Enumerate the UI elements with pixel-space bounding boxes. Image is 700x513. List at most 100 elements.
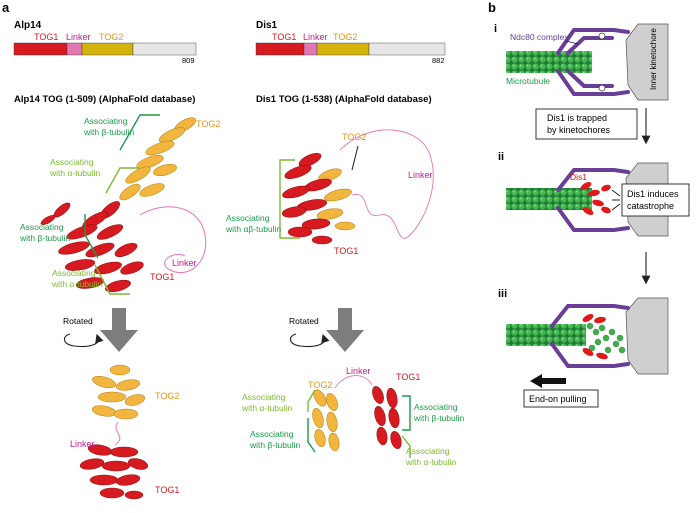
alp14-structure-upper [40, 117, 207, 293]
alp14-brackets [84, 114, 160, 295]
dis1-rot-linker-label: Linker [346, 366, 371, 376]
alp14-linker-structure-label: Linker [172, 258, 197, 268]
dis1-linker-segment [303, 42, 318, 56]
alp14-tog2-segment [81, 42, 134, 56]
alp14-rotate-icon [63, 333, 104, 348]
catastrophe-text-l2: catastrophe [627, 201, 674, 211]
alp14-tog1-helices [40, 201, 144, 293]
microtubule-label: Microtubule [506, 76, 550, 86]
dis1-tog1-segment [255, 42, 305, 56]
alp14-tog1-label: TOG1 [34, 32, 58, 42]
dis1-linker-ribbon [339, 129, 434, 239]
dis1-rotated-label: Rotated [289, 316, 319, 326]
alp14-length: 809 [182, 56, 195, 65]
depolymerizing-tubulin [586, 322, 626, 354]
dis1-rotation: Rotated [289, 308, 364, 352]
alp14-bracket-alpha-top [105, 167, 140, 194]
dis1-tog1-structure-label: TOG1 [334, 246, 358, 256]
dis1-rot-assoc-3-l1: Associating [414, 402, 458, 412]
dis1-rot-bracket-beta-left [307, 418, 316, 453]
alp14-assoc-1-l2: with β-tubulin [83, 127, 135, 137]
inner-kinetochore-iii [625, 297, 669, 375]
microtubule-i [506, 51, 592, 73]
dis1-domain-map: Dis1 TOG1 Linker TOG2 882 [255, 20, 446, 65]
alp14-bracket-beta-top [119, 114, 160, 151]
alp14-tog2-label: TOG2 [99, 32, 123, 42]
dis1-molecules-ii [580, 182, 611, 215]
dis1-tog2-label: TOG2 [333, 32, 357, 42]
alp14-assoc-2-l2: with α-tubulin [49, 168, 101, 178]
dis1-structure-rotated: TOG2 Linker TOG1 Associating with α-tubu… [241, 366, 465, 467]
alp14-rot-tog1-label: TOG1 [155, 485, 179, 495]
dis1-tog1-helices [281, 152, 333, 245]
alp14-rotated-label: Rotated [63, 316, 93, 326]
step-iii-label: iii [498, 288, 507, 300]
alp14-assoc-1-l1: Associating [84, 116, 128, 126]
dis1-linker-label: Linker [303, 32, 328, 42]
dis1-tog2-segment [316, 42, 370, 56]
trapped-box [535, 108, 638, 140]
alp14-assoc-labels: Associating with β-tubulin Associating w… [19, 116, 220, 289]
step-i: i Inner kinetochore Ndc80 complex Microt… [494, 23, 669, 101]
dis1-rot-assoc-2-l1: Associating [250, 429, 294, 439]
alp14-assoc-3-l2: with β-tubulin [19, 233, 71, 243]
dis1-rotate-icon [289, 333, 330, 348]
ndc80-complex-ii [556, 168, 630, 232]
alp14-linker-segment [66, 42, 83, 56]
dis1-rot-linker-ribbon [334, 375, 373, 389]
dis1-rot-tog2-label: TOG2 [308, 380, 332, 390]
alp14-assoc-4-l1: Associating [52, 268, 96, 278]
dis1-structure-title: Dis1 TOG (1-538) (AlphaFold database) [256, 94, 432, 105]
dis1-tog2-structure-label: TOG2 [342, 132, 366, 142]
step-ii-label: ii [498, 151, 504, 163]
dis1-rot-bracket-alpha-right [401, 435, 411, 458]
alp14-linker-label: Linker [66, 32, 91, 42]
dis1-tail-segment [368, 42, 446, 56]
dis1-rot-tog2-helices [312, 389, 340, 452]
alp14-tog1-structure-label: TOG1 [150, 272, 174, 282]
alp14-bracket-alpha-bottom [94, 264, 130, 295]
alp14-assoc-4-l2: with α-tubulin [51, 279, 103, 289]
dis1-rot-bracket-beta-right [402, 395, 411, 431]
dis1-rot-tog1-label: TOG1 [396, 372, 420, 382]
alp14-tog2-structure-label: TOG2 [196, 119, 220, 129]
inner-kinetochore-label: Inner kinetochore [649, 28, 658, 90]
ndc80-hinge-top-i [598, 32, 606, 40]
pulling-text: End-on pulling [529, 394, 587, 404]
alp14-rot-tog2-helices [91, 364, 145, 420]
alp14-rot-tog1-helices [79, 444, 148, 500]
panel-b-label: b [488, 0, 496, 15]
alp14-rotation: Rotated [63, 308, 138, 352]
dis1-rot-tog1-helices [372, 386, 402, 450]
alp14-structure-title: Alp14 TOG (1-509) (AlphaFold database) [14, 94, 195, 105]
alp14-rot-linker-ribbon [114, 421, 121, 446]
catastrophe-arrows [611, 189, 621, 211]
dis1-linker-structure-label: Linker [408, 170, 433, 180]
dis1-tog2-pointer [351, 145, 359, 171]
alp14-rot-linker-label: Linker [70, 439, 95, 449]
ndc80-pointer [565, 40, 579, 45]
alp14-structure-rotated: TOG2 Linker TOG1 [70, 364, 179, 500]
dis1-name: Dis1 [256, 20, 278, 31]
step-iii: iii End-on pulling [498, 288, 669, 408]
alp14-domain-map: Alp14 TOG1 Linker TOG2 809 [13, 20, 197, 65]
alp14-linker-ribbon [139, 206, 207, 273]
dis1-rot-assoc-3-l2: with β-tubulin [413, 413, 465, 423]
alp14-tog2-helices [119, 117, 196, 201]
alp14-rotation-arrow [100, 308, 138, 352]
microtubule-iii [506, 324, 586, 346]
dis1-rot-assoc-4-l1: Associating [406, 446, 450, 456]
dis1-rot-assoc-1-l1: Associating [242, 392, 286, 402]
alp14-name: Alp14 [14, 20, 42, 31]
catastrophe-box [621, 183, 690, 217]
ndc80-hinge-bottom-i [598, 84, 606, 92]
microtubule-ii [506, 188, 592, 210]
panel-a-label: a [2, 0, 10, 15]
alp14-rot-tog2-label: TOG2 [155, 391, 179, 401]
dis1-tog1-label: TOG1 [272, 32, 296, 42]
pulling-arrow [530, 374, 566, 388]
dis1-rot-assoc-4-l2: with α-tubulin [405, 457, 457, 467]
pulling-box [523, 389, 599, 408]
alp14-assoc-3-l1: Associating [20, 222, 64, 232]
